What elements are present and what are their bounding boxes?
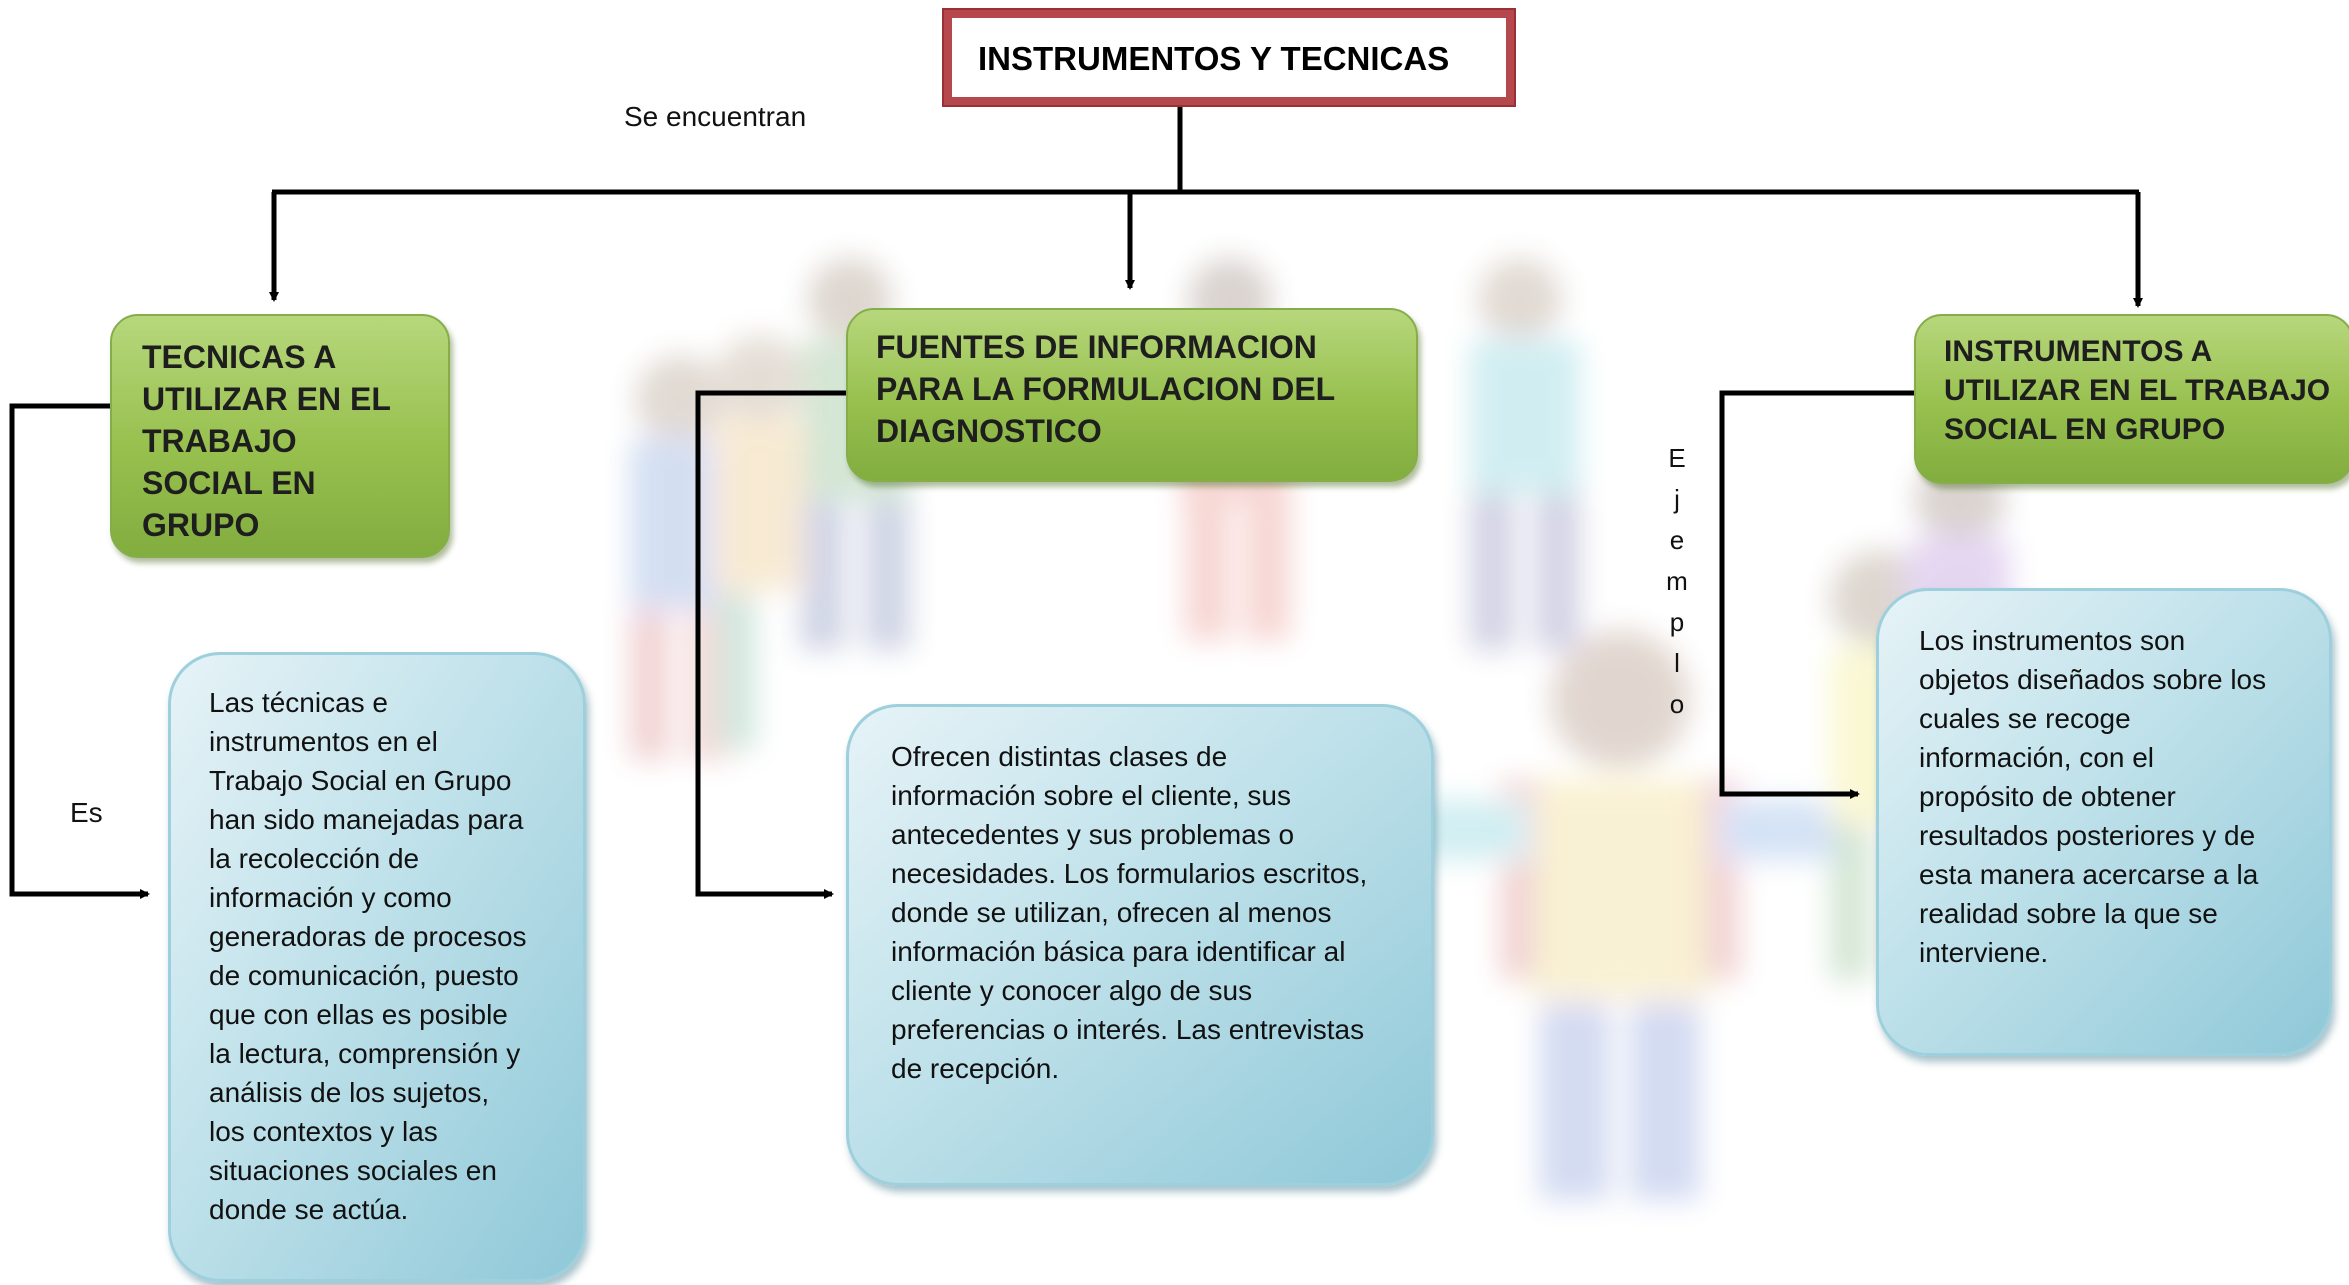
- node-fuentes-heading-box: FUENTES DE INFORMACION PARA LA FORMULACI…: [846, 308, 1418, 482]
- arrow-tecnicas-to-description: [9, 403, 150, 899]
- node-fuentes-description-box: Ofrecen distintas clases de información …: [846, 704, 1434, 1186]
- node-fuentes-heading: FUENTES DE INFORMACION PARA LA FORMULACI…: [876, 329, 1336, 449]
- title-text: INSTRUMENTOS Y TECNICAS: [978, 40, 1450, 77]
- node-instrumentos-description: Los instrumentos son objetos diseñados s…: [1919, 625, 2267, 968]
- node-tecnicas-heading-box: TECNICAS A UTILIZAR EN EL TRABAJO SOCIAL…: [110, 314, 450, 558]
- node-instrumentos-heading: INSTRUMENTOS A UTILIZAR EN EL TRABAJO SO…: [1944, 335, 2331, 446]
- node-tecnicas-description-box: Las técnicas e instrumentos en el Trabaj…: [168, 652, 586, 1282]
- node-fuentes-description: Ofrecen distintas clases de información …: [891, 741, 1368, 1084]
- arrow-instrumentos-to-description: [1719, 390, 1916, 799]
- side-label-es: Es: [70, 797, 103, 828]
- node-instrumentos-description-box: Los instrumentos son objetos diseñados s…: [1876, 588, 2332, 1056]
- side-label-ejemplo: E j e m p l o: [1666, 443, 1688, 719]
- node-tecnicas-description: Las técnicas e instrumentos en el Trabaj…: [209, 687, 527, 1225]
- node-tecnicas-heading: TECNICAS A UTILIZAR EN EL TRABAJO SOCIAL…: [142, 339, 391, 543]
- arrow-fuentes-to-description: [695, 390, 848, 899]
- connector-label: Se encuentran: [624, 101, 807, 132]
- node-instrumentos-heading-box: INSTRUMENTOS A UTILIZAR EN EL TRABAJO SO…: [1914, 314, 2349, 484]
- title-box: INSTRUMENTOS Y TECNICAS: [942, 8, 1516, 107]
